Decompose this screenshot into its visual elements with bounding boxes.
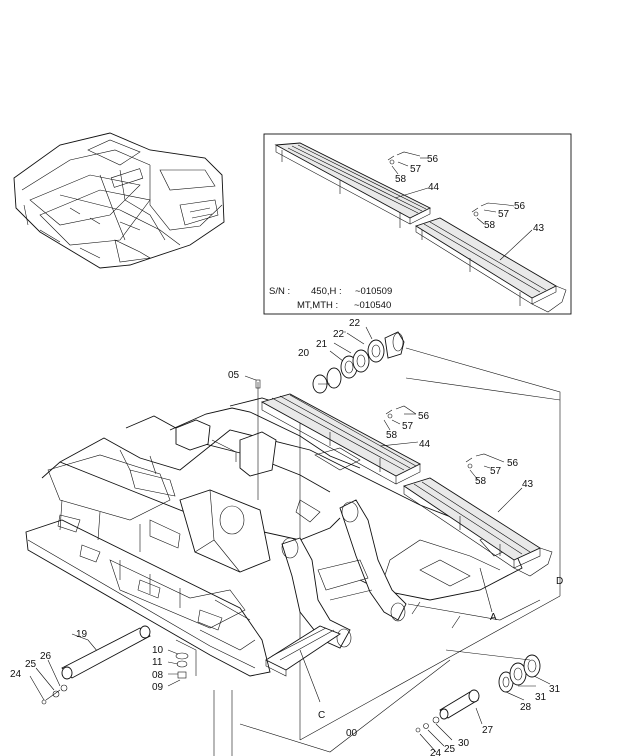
main-bolts: [385, 405, 505, 469]
callout-44: 44: [419, 439, 431, 450]
hardware-bottom: [415, 716, 453, 753]
ref-letter-C: C: [318, 710, 325, 721]
callout-20: 20: [298, 348, 310, 359]
callout-58: 58: [386, 430, 398, 441]
callout-10: 10: [152, 645, 164, 656]
callout-57: 57: [410, 164, 422, 175]
callout-22: 22: [349, 318, 361, 329]
callout-43: 43: [533, 223, 545, 234]
inset-box: 56 57 58 44 56 57 58 43 S/N : 450,H : ~0…: [263, 133, 572, 315]
callout-57: 57: [498, 209, 510, 220]
sn-row2-model: MT,MTH :: [297, 300, 338, 311]
callout-43: 43: [522, 479, 534, 490]
callout-31: 31: [535, 692, 547, 703]
pin-19: [61, 625, 151, 680]
callout-30: 30: [458, 738, 470, 749]
callout-56: 56: [514, 201, 526, 212]
ref-letter-D: D: [556, 576, 563, 587]
callout-11: 11: [152, 657, 163, 668]
boom-bracket: [281, 499, 407, 649]
pin-27: [439, 689, 483, 725]
inset-step-43: [414, 217, 567, 313]
serial-number-note: S/N : 450,H : ~010509 MT,MTH : ~010540: [269, 286, 392, 311]
callout-57: 57: [490, 466, 502, 477]
inset-bolts: [387, 151, 509, 217]
callout-58: 58: [484, 220, 496, 231]
callout-08: 08: [152, 670, 164, 681]
machine-overview-thumbnail: [13, 132, 225, 269]
sn-row2-range: ~010540: [354, 300, 391, 311]
frame-details: [57, 419, 361, 631]
callout-09: 09: [152, 682, 164, 693]
callout-24: 24: [10, 669, 22, 680]
hardware-mid: [167, 639, 233, 756]
washer-stack-bottom: [445, 649, 551, 701]
callout-58: 58: [475, 476, 487, 487]
callout-56: 56: [427, 154, 439, 165]
main-leaders: [71, 413, 523, 653]
callout-26: 26: [40, 651, 52, 662]
sn-row1-model: 450,H :: [311, 286, 342, 297]
callout-31: 31: [549, 684, 561, 695]
main-step-43: [402, 477, 553, 577]
callout-00: 00: [346, 728, 358, 739]
inset-leaders: [391, 157, 533, 261]
callout-24: 24: [430, 748, 442, 756]
hardware-left: [29, 659, 68, 705]
lower-crossbar: [239, 625, 451, 753]
main-frame: [25, 397, 541, 677]
callout-19: 19: [76, 629, 88, 640]
callout-28: 28: [520, 702, 532, 713]
ref-letter-A: A: [490, 612, 497, 623]
callout-44: 44: [428, 182, 440, 193]
callout-22: 22: [333, 329, 345, 340]
inset-step-44: [274, 142, 432, 228]
main-step-44: [260, 393, 421, 485]
callout-21: 21: [316, 339, 328, 350]
callout-05: 05: [228, 370, 240, 381]
callout-27: 27: [482, 725, 494, 736]
callout-57: 57: [402, 421, 414, 432]
main-exploded-view: 22 22 21 20 05 56 57 58 44 56 57 58 43 D…: [10, 318, 563, 756]
washer-stack-top: [312, 331, 405, 394]
callout-25: 25: [25, 659, 37, 670]
sn-prefix: S/N :: [269, 286, 290, 297]
callout-56: 56: [507, 458, 519, 469]
callout-25: 25: [444, 744, 456, 755]
sn-row1-range: ~010509: [355, 286, 392, 297]
callout-58: 58: [395, 174, 407, 185]
callout-56: 56: [418, 411, 430, 422]
